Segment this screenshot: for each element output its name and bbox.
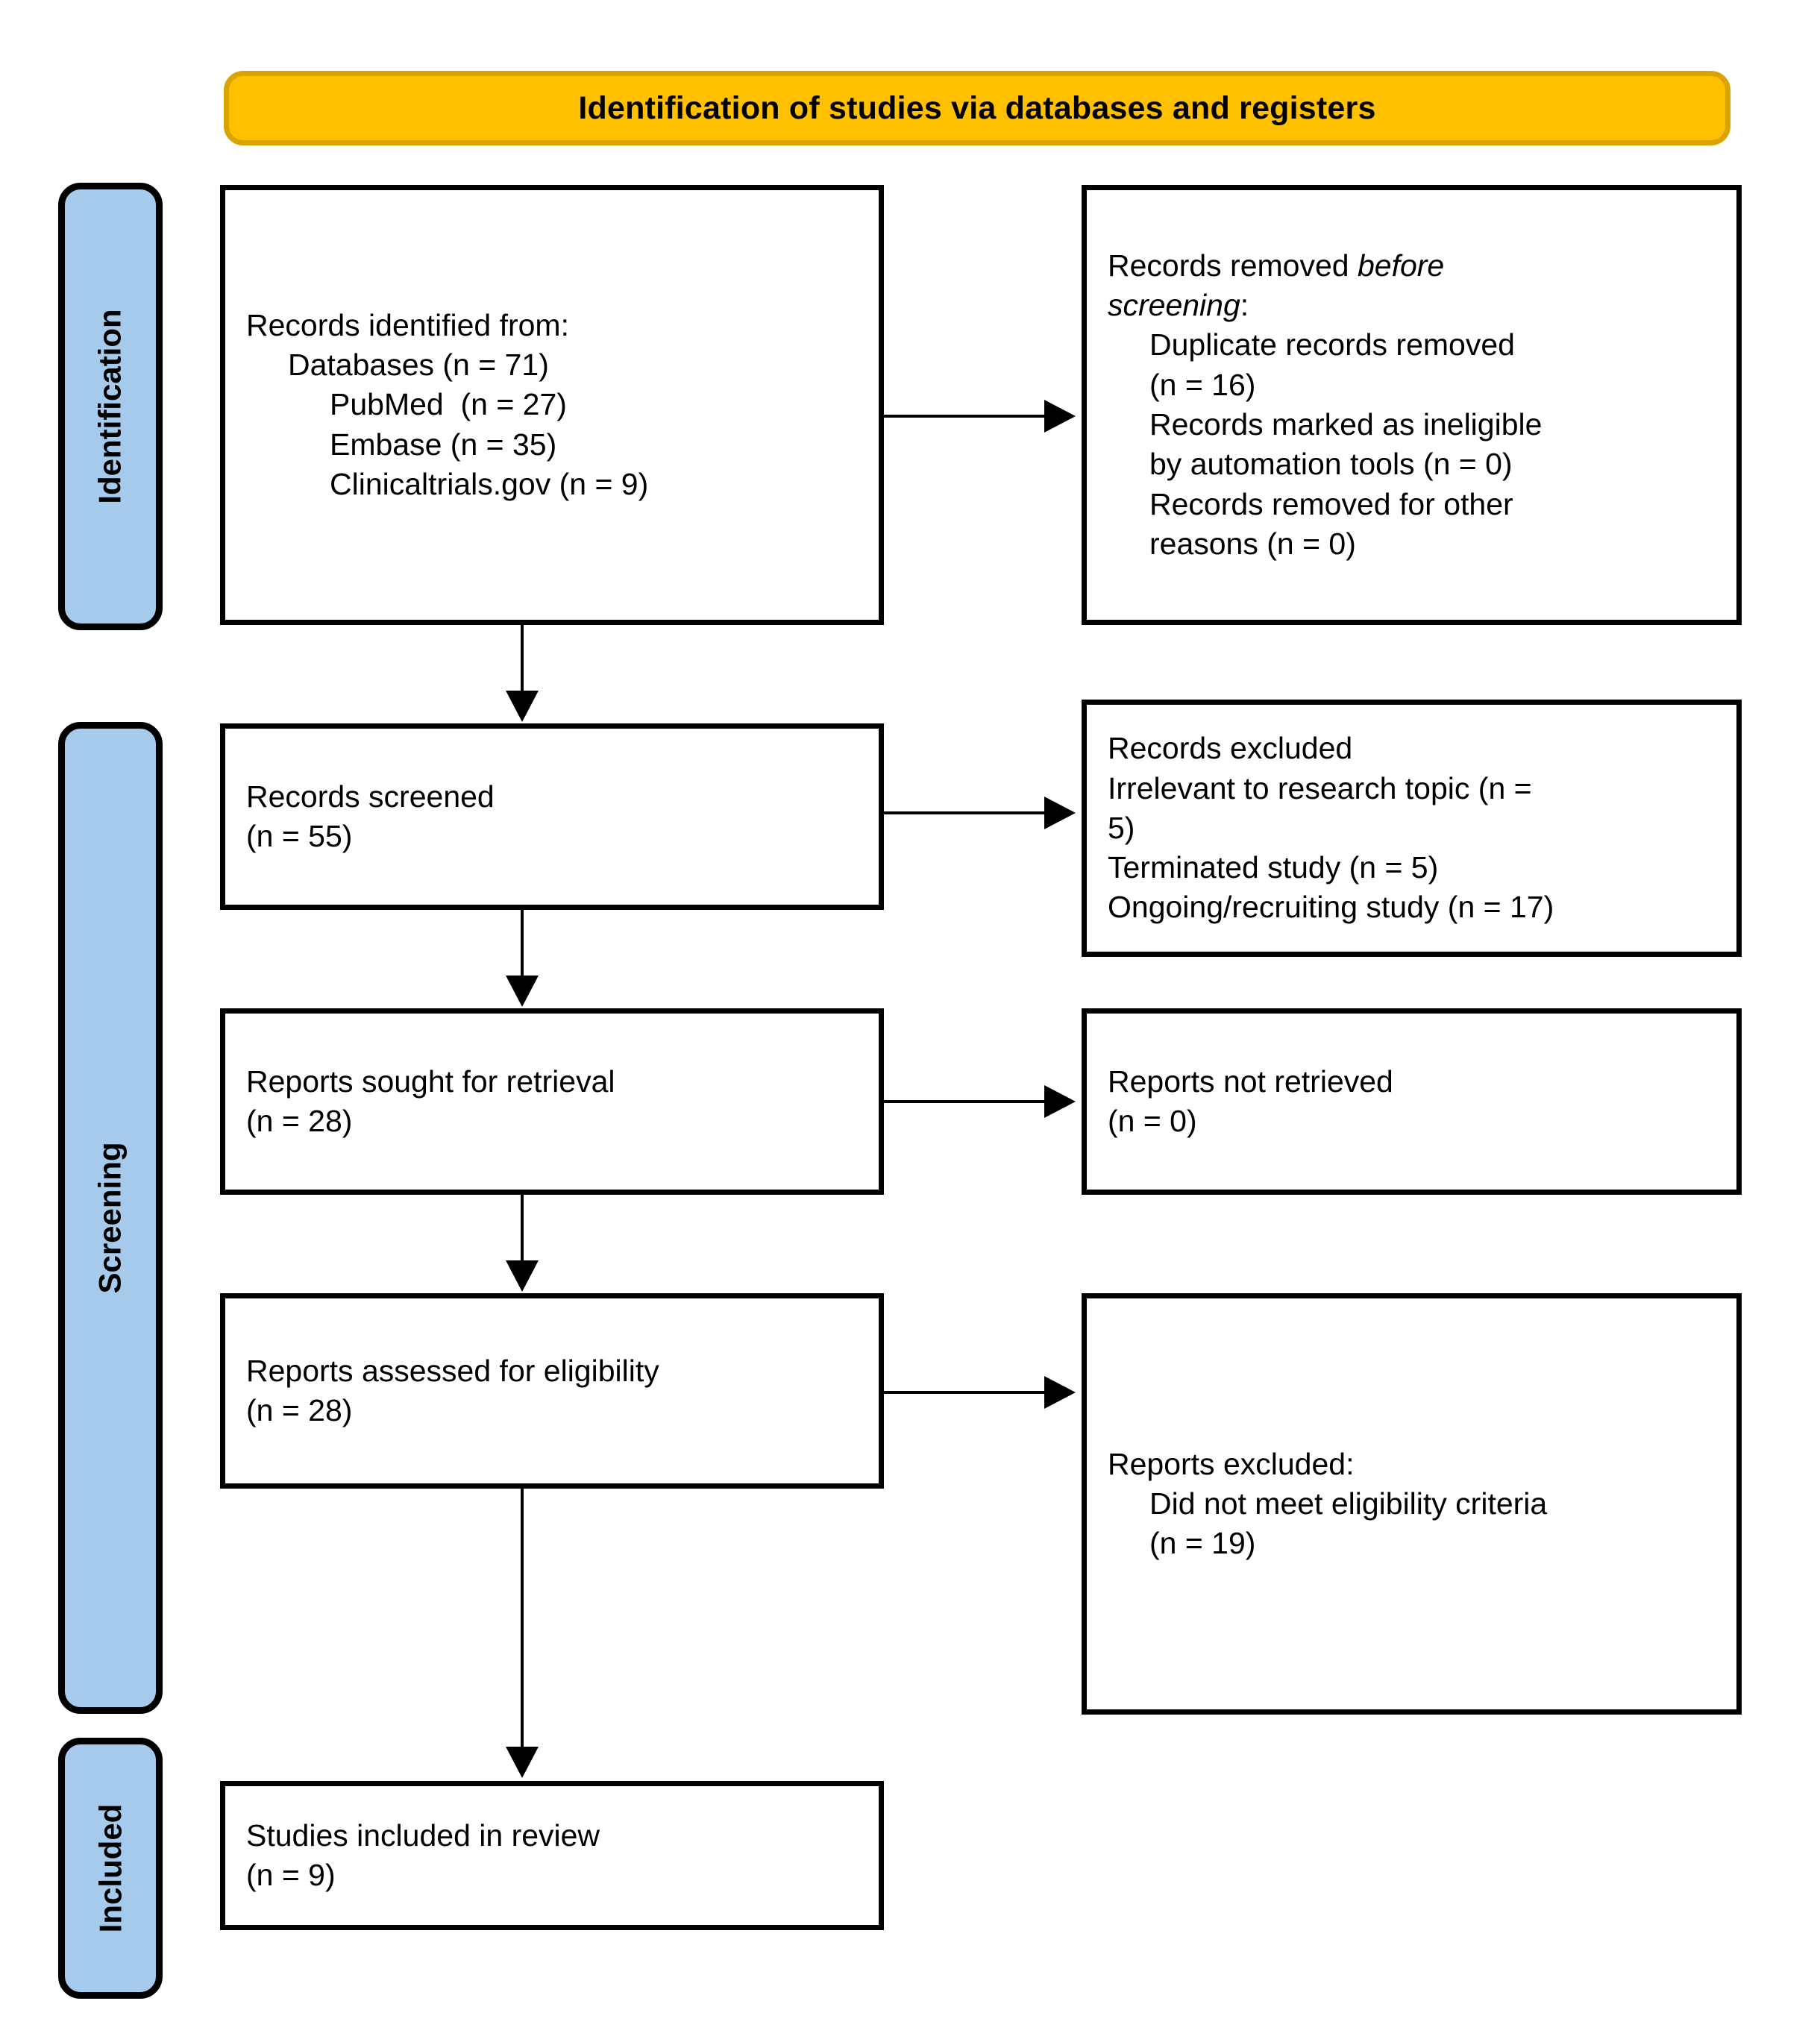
records-screened-line-2: (n = 55) [246, 819, 353, 853]
connector-assessed-to-reports-excluded [884, 1391, 1048, 1394]
stage-label-included: Included [92, 1803, 128, 1933]
records-removed-heading-plain: Records removed [1108, 248, 1358, 283]
banner-identification-header: Identification of studies via databases … [224, 71, 1730, 145]
arrowhead-assessed-to-reports-excluded [1044, 1376, 1076, 1409]
reports-assessed-line-1: Reports assessed for eligibility [246, 1353, 659, 1388]
studies-included-line-1: Studies included in review [246, 1818, 600, 1853]
records-identified-line-4: Embase (n = 35) [330, 427, 557, 462]
records-identified-line-5: Clinicaltrials.gov (n = 9) [330, 466, 649, 501]
arrowhead-identified-to-screened [506, 691, 539, 722]
box-records-identified: Records identified from: Databases (n = … [220, 185, 884, 625]
box-reports-assessed: Reports assessed for eligibility (n = 28… [220, 1293, 884, 1489]
reports-not-retrieved-line-1: Reports not retrieved [1108, 1064, 1393, 1099]
reports-excluded-line-1: Reports excluded: [1108, 1446, 1355, 1481]
box-records-removed: Records removed before screening: Duplic… [1082, 185, 1742, 625]
connector-identified-to-removed [884, 415, 1048, 418]
records-screened-line-1: Records screened [246, 779, 495, 814]
box-records-excluded: Records excluded Irrelevant to research … [1082, 700, 1742, 957]
connector-sought-to-not-retrieved [884, 1100, 1048, 1103]
records-identified-line-2: Databases (n = 71) [288, 348, 549, 383]
arrowhead-screened-to-sought [506, 976, 539, 1007]
records-removed-line-1: Duplicate records removed [1149, 327, 1515, 362]
records-removed-heading-line-1: Records removed before [1108, 246, 1716, 286]
arrowhead-sought-to-assessed [506, 1260, 539, 1292]
records-excluded-line-5: Ongoing/recruiting study (n = 17) [1108, 890, 1554, 925]
studies-included-line-2: (n = 9) [246, 1858, 336, 1892]
connector-sought-to-assessed [521, 1195, 524, 1263]
records-excluded-line-4: Terminated study (n = 5) [1108, 850, 1439, 885]
reports-excluded-line-2: Did not meet eligibility criteria [1149, 1486, 1548, 1521]
reports-excluded-line-3: (n = 19) [1149, 1526, 1256, 1561]
stage-label-screening: Screening [92, 1142, 128, 1294]
records-removed-heading-italic-before: before [1357, 248, 1445, 283]
records-removed-line-2: (n = 16) [1149, 367, 1256, 402]
arrowhead-sought-to-not-retrieved [1044, 1085, 1076, 1118]
connector-identified-to-screened [521, 625, 524, 694]
stage-tab-included: Included [58, 1738, 163, 1999]
box-reports-excluded: Reports excluded: Did not meet eligibili… [1082, 1293, 1742, 1715]
connector-screened-to-excluded [884, 811, 1048, 814]
records-removed-heading-line-2: screening: [1108, 286, 1716, 325]
connector-screened-to-sought [521, 910, 524, 978]
box-reports-not-retrieved: Reports not retrieved (n = 0) [1082, 1008, 1742, 1195]
reports-not-retrieved-line-2: (n = 0) [1108, 1104, 1197, 1138]
records-excluded-line-1: Records excluded [1108, 731, 1353, 766]
connector-assessed-to-included [521, 1489, 524, 1750]
records-excluded-line-2: Irrelevant to research topic (n = [1108, 770, 1532, 805]
records-excluded-line-3: 5) [1108, 810, 1135, 845]
reports-sought-line-1: Reports sought for retrieval [246, 1064, 615, 1099]
records-removed-heading-colon: : [1240, 288, 1249, 323]
box-studies-included: Studies included in review (n = 9) [220, 1781, 884, 1930]
stage-tab-screening: Screening [58, 722, 163, 1714]
banner-title: Identification of studies via databases … [578, 89, 1376, 126]
records-removed-line-3: Records marked as ineligible [1149, 407, 1543, 442]
records-identified-line-3: PubMed (n = 27) [330, 387, 567, 422]
arrowhead-identified-to-removed [1044, 400, 1076, 433]
records-removed-line-4: by automation tools (n = 0) [1149, 447, 1513, 482]
box-reports-sought: Reports sought for retrieval (n = 28) [220, 1008, 884, 1195]
box-records-screened: Records screened (n = 55) [220, 723, 884, 910]
records-identified-line-1: Records identified from: [246, 307, 569, 342]
reports-assessed-line-2: (n = 28) [246, 1393, 353, 1427]
records-removed-heading-italic-screening: screening [1108, 288, 1240, 323]
stage-label-identification: Identification [92, 309, 128, 504]
stage-tab-identification: Identification [58, 183, 163, 630]
arrowhead-screened-to-excluded [1044, 797, 1076, 829]
arrowhead-assessed-to-included [506, 1747, 539, 1778]
records-removed-line-6: reasons (n = 0) [1149, 526, 1356, 561]
reports-sought-line-2: (n = 28) [246, 1104, 353, 1138]
records-removed-line-5: Records removed for other [1149, 486, 1513, 521]
